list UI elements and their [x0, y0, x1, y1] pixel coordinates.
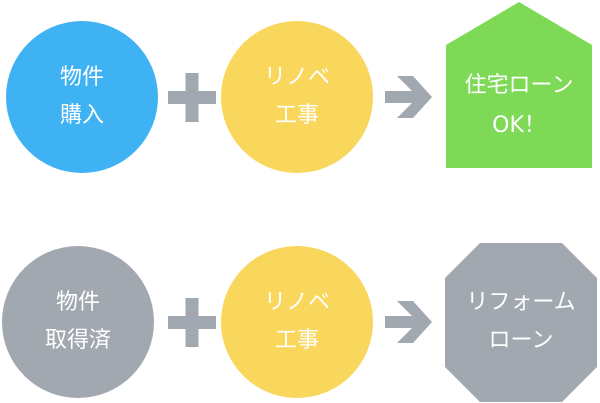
house-line2: OK！ [492, 113, 546, 138]
purchase-circle-line2: 購入 [60, 103, 104, 128]
purchase-circle-line1: 物件 [60, 65, 104, 90]
house-shape [446, 2, 592, 168]
octagon-line2: ローン [489, 328, 554, 353]
row-1: 物件 購入 リノベ 工事 住宅ローン OK！ [6, 2, 592, 173]
house-line1: 住宅ローン [465, 73, 574, 98]
octagon-line1: リフォーム [466, 290, 575, 315]
acquired-circle [2, 246, 154, 398]
renovation-circle-line1: リノベ [264, 290, 330, 315]
arrow-right-icon [385, 301, 432, 343]
arrow-right-icon [385, 76, 432, 118]
acquired-circle-line2: 取得済 [45, 328, 111, 353]
purchase-circle [6, 21, 158, 173]
acquired-circle-line1: 物件 [56, 290, 100, 315]
renovation-circle-line2: 工事 [275, 103, 319, 128]
plus-icon [168, 298, 216, 347]
renovation-circle-line1: リノベ [264, 65, 330, 90]
renovation-circle-line2: 工事 [275, 328, 319, 353]
renovation-circle [221, 246, 373, 398]
octagon-shape [445, 243, 597, 402]
row-2: 物件 取得済 リノベ 工事 リフォーム ローン [2, 243, 597, 402]
plus-icon [168, 73, 216, 122]
renovation-circle [221, 21, 373, 173]
